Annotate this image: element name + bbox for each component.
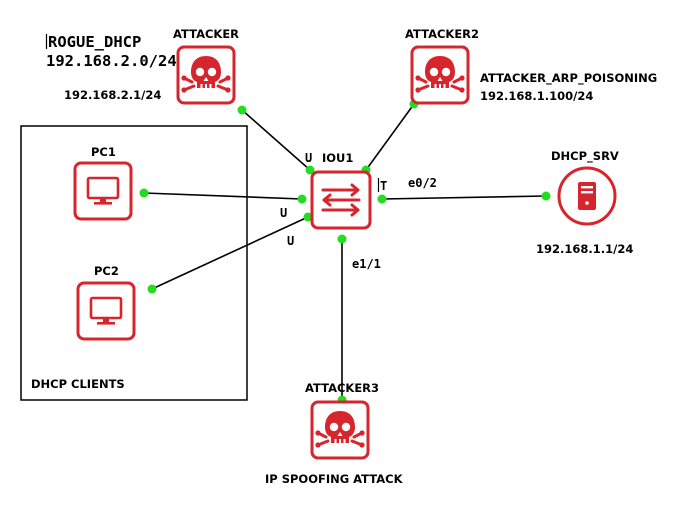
endpoint-attacker	[237, 105, 247, 115]
link-attacker2-switch[interactable]	[365, 103, 415, 171]
endpoint-switch-attacker	[305, 165, 315, 175]
node-dhcp-srv[interactable]	[557, 166, 617, 226]
group-label: DHCP CLIENTS	[31, 377, 125, 391]
attacker3-name: ATTACKER3	[305, 381, 379, 395]
link-pc1-switch[interactable]	[143, 192, 303, 200]
node-attacker[interactable]	[176, 45, 236, 105]
attacker2-role: ATTACKER_ARP_POISONING	[480, 71, 657, 86]
link-attacker-switch[interactable]	[241, 109, 311, 171]
node-attacker3[interactable]	[310, 400, 370, 460]
node-switch[interactable]	[310, 170, 372, 230]
switch-arrows-icon	[321, 183, 361, 217]
link-switch-dhcp[interactable]	[381, 195, 547, 200]
pc1-name: PC1	[91, 145, 116, 159]
node-pc2[interactable]	[76, 281, 136, 341]
iface-sw-dhcp: e0/2	[408, 176, 437, 190]
iface-sw-attacker: U	[305, 151, 312, 165]
endpoint-switch-dhcp	[377, 194, 387, 204]
pc2-name: PC2	[94, 264, 119, 278]
note-title: ROGUE_DHCP	[48, 33, 141, 51]
endpoint-switch-pc2	[303, 212, 313, 222]
node-attacker2[interactable]	[410, 45, 470, 105]
note-subnet: 192.168.2.0/24	[46, 52, 177, 70]
attacker2-ip: 192.168.1.100/24	[480, 89, 593, 103]
iface-sw-pc1: U	[280, 206, 287, 220]
iface-sw-attacker3: e1/1	[352, 257, 381, 271]
pc1-frame	[73, 161, 133, 221]
node-pc1[interactable]	[73, 161, 133, 221]
pc2-frame	[76, 281, 136, 341]
attacker-name: ATTACKER	[173, 27, 239, 41]
endpoint-switch-attacker3	[337, 234, 347, 244]
endpoint-pc2	[147, 284, 157, 294]
server-icon	[578, 182, 596, 210]
endpoint-switch-pc1	[297, 194, 307, 204]
dhcp-srv-name: DHCP_SRV	[551, 149, 619, 164]
link-pc2-switch[interactable]	[151, 216, 309, 290]
iface-sw-pc2: U	[287, 234, 294, 248]
attacker3-caption: IP SPOOFING ATTACK	[265, 472, 404, 486]
dhcp-clients-group	[20, 125, 248, 401]
link-endpoints	[139, 99, 551, 405]
attacker2-name: ATTACKER2	[405, 27, 479, 41]
switch-name: IOU1	[322, 151, 353, 165]
endpoint-dhcp	[541, 191, 551, 201]
links	[143, 103, 547, 400]
attacker-ip: 192.168.2.1/24	[64, 88, 161, 102]
dhcp-srv-ip: 192.168.1.1/24	[536, 242, 633, 256]
endpoint-pc1	[139, 188, 149, 198]
iface-sw-attacker2: T	[380, 179, 387, 193]
